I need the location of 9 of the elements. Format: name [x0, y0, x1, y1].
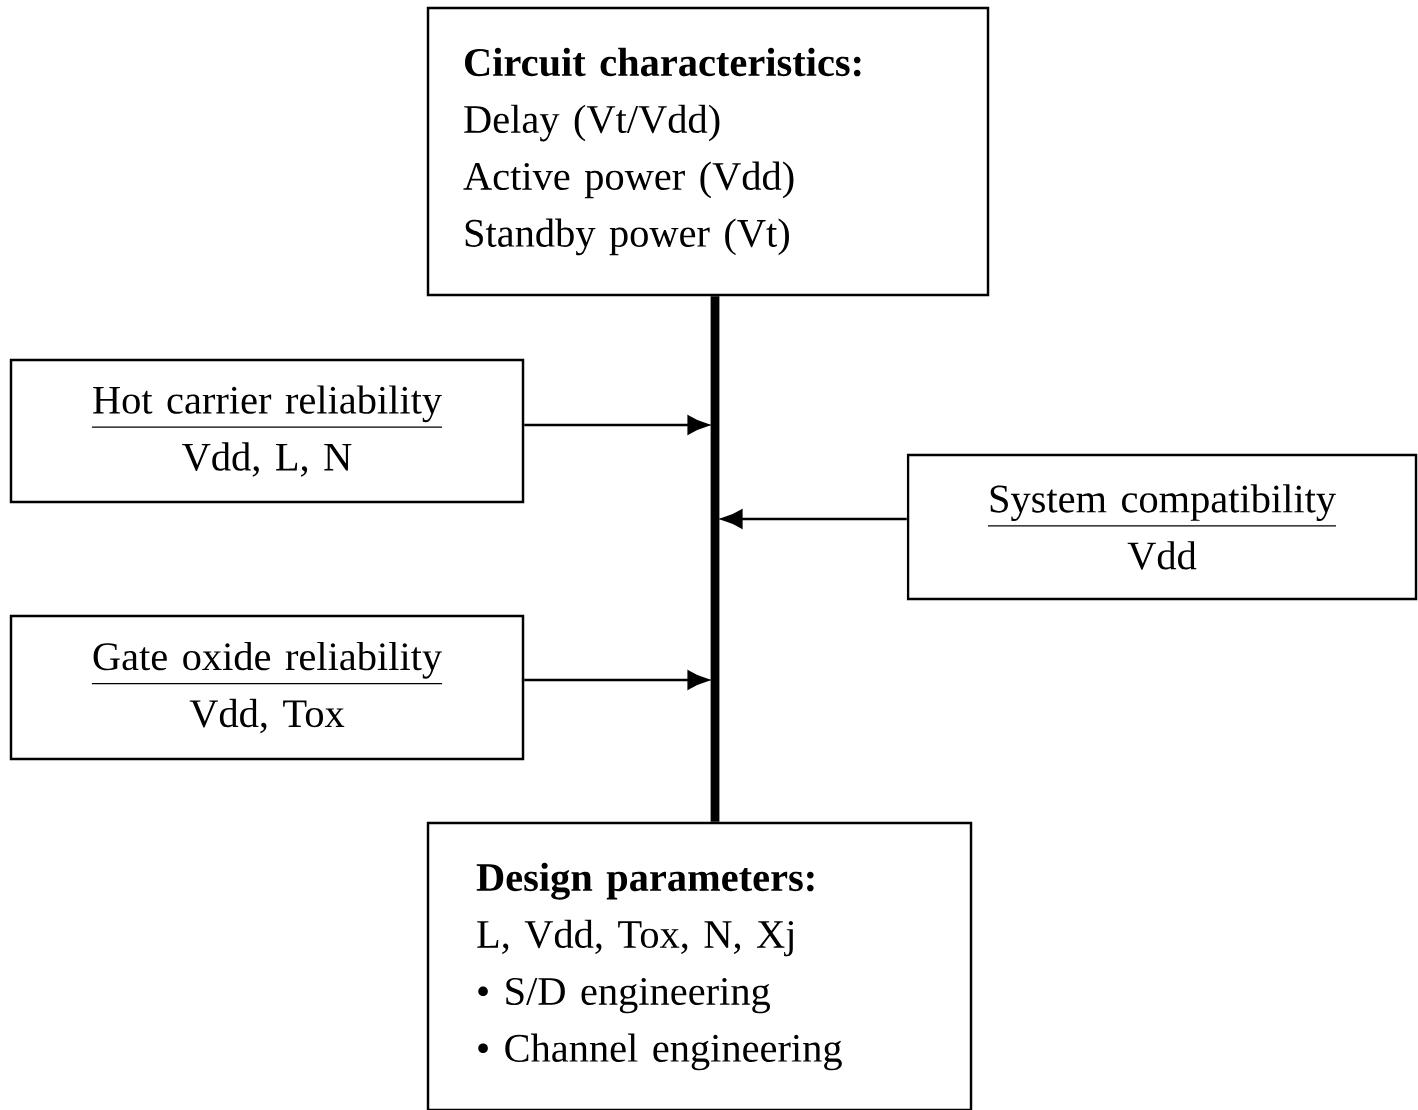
arrow	[524, 670, 709, 690]
text-box: Hot carrier reliability Vdd, L, N	[9, 358, 525, 504]
text-box: System compatibility Vdd	[906, 453, 1418, 601]
text-box: Circuit characteristics: Delay (Vt/Vdd) Active power (Vdd) Standby power (Vt)	[426, 6, 990, 297]
arrow	[721, 509, 907, 529]
text-box: Gate oxide reliability Vdd, Tox	[9, 614, 525, 761]
connector-line	[710, 296, 720, 822]
arrow	[524, 415, 709, 435]
text-box: Design parameters: L, Vdd, Tox, N, Xj • S/D engineering • Channel engineering	[426, 821, 973, 1110]
